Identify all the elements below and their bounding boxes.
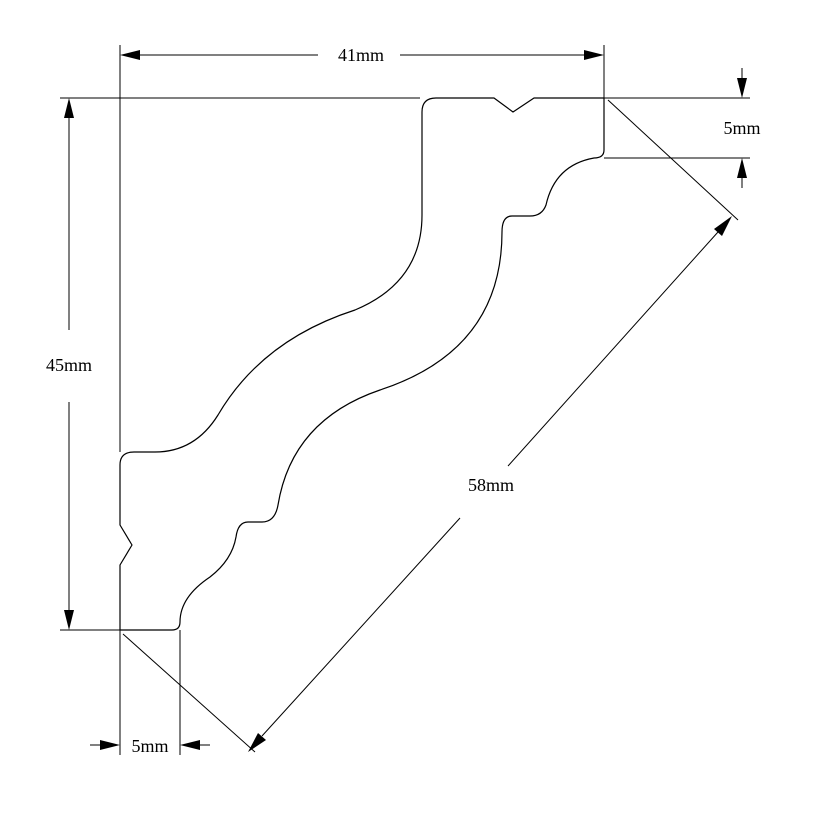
diagonal-arrow-top: [714, 216, 732, 236]
molding-profile-outline: [119, 97, 605, 631]
top-thickness-dimension: 5mm: [604, 68, 761, 188]
height-dimension: 45mm: [46, 97, 420, 631]
diagonal-extension-bottom: [122, 633, 256, 753]
diagonal-arrow-bottom: [248, 733, 266, 752]
bottom-thickness-arrow-right: [180, 740, 200, 750]
bottom-thickness-dimension: 5mm: [90, 630, 210, 756]
bottom-thickness-label: 5mm: [131, 736, 168, 756]
top-thickness-label: 5mm: [723, 118, 760, 138]
diagonal-dimension-line-bottom: [261, 517, 461, 737]
diagonal-dimension-line-top: [507, 231, 719, 467]
width-dimension: 41mm: [119, 45, 605, 452]
width-label: 41mm: [338, 45, 384, 65]
width-arrow-left: [120, 50, 140, 60]
height-arrow-top: [64, 98, 74, 118]
height-arrow-bottom: [64, 610, 74, 630]
top-thickness-arrow-bottom: [737, 158, 747, 178]
width-arrow-right: [584, 50, 604, 60]
bottom-thickness-arrow-left: [100, 740, 120, 750]
diagonal-extension-top: [607, 99, 739, 221]
diagonal-label: 58mm: [468, 475, 514, 495]
height-label: 45mm: [46, 355, 92, 375]
diagonal-dimension: 58mm: [122, 99, 739, 753]
top-thickness-arrow-top: [737, 78, 747, 98]
